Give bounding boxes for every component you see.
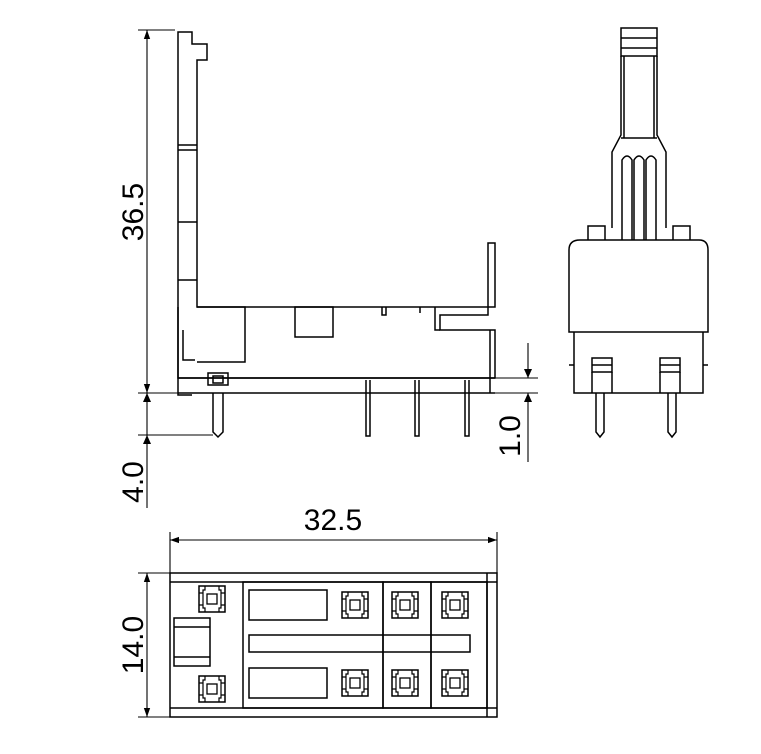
length-label: 32.5 [304,504,362,537]
pin-length-label: 4.0 [117,461,150,503]
side-view [177,31,496,439]
dimension-standoff: 1.0 [494,343,538,462]
front-view [568,27,709,439]
dimension-length: 32.5 [169,504,498,573]
height-label: 36.5 [117,183,150,241]
dimension-height: 36.5 [117,29,178,394]
dimension-width: 14.0 [117,572,170,718]
standoff-label: 1.0 [494,415,527,457]
dimension-pin-length: 4.0 [117,393,213,508]
width-label: 14.0 [117,616,150,674]
bottom-view [169,572,498,718]
